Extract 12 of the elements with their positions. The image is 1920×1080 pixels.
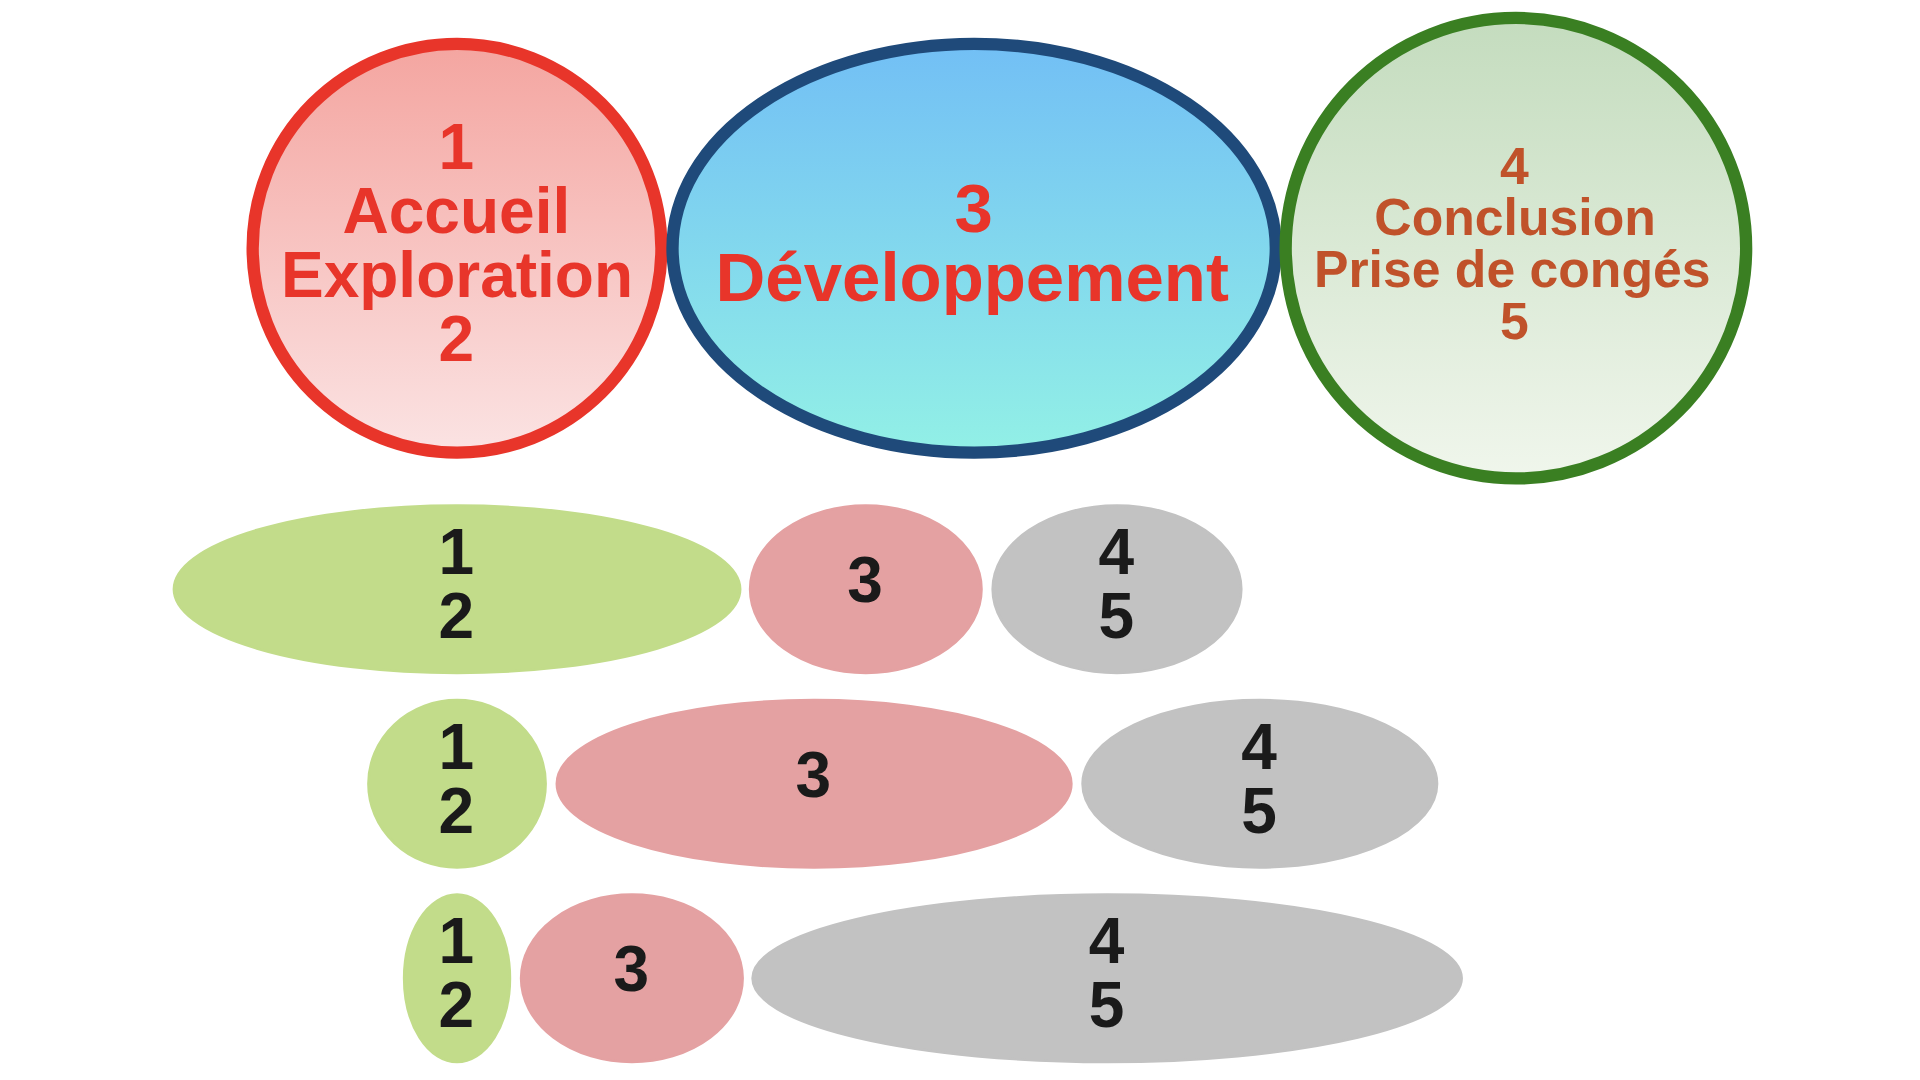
node-circle: 1 2 xyxy=(367,698,547,869)
node-ellipse: 4 5 xyxy=(751,893,1463,1064)
node-circle: 4 Conclusion Prise de congés 5 xyxy=(1279,11,1753,485)
node-ellipse: 3 xyxy=(519,893,744,1064)
node-ellipse: 3 xyxy=(555,698,1073,869)
node-ellipse: 3 Développement xyxy=(666,37,1282,459)
node-ellipse: 4 5 xyxy=(991,504,1243,675)
node-circle: 1 Accueil Exploration 2 xyxy=(246,37,668,459)
node-ellipse: 1 2 xyxy=(172,504,742,675)
node-ellipse: 3 xyxy=(748,504,983,675)
node-ellipse: 4 5 xyxy=(1081,698,1439,869)
node-ellipse: 1 2 xyxy=(402,893,512,1064)
